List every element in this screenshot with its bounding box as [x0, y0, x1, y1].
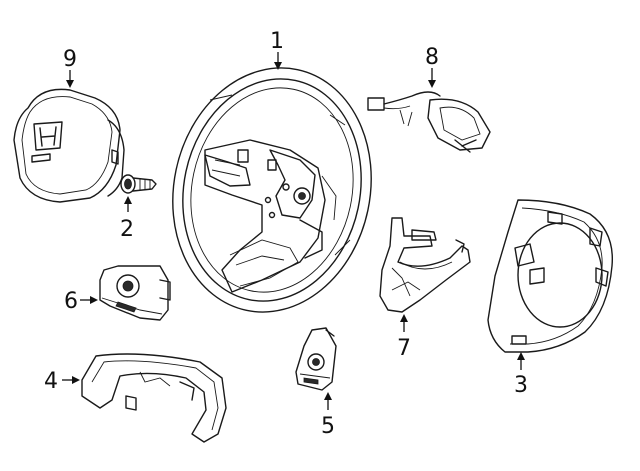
part-1-steering-wheel — [172, 67, 372, 313]
callout-labels: 1 2 3 4 5 6 7 8 9 — [44, 29, 528, 439]
part-8-cable-reel — [367, 91, 491, 153]
callout-2: 2 — [120, 217, 134, 242]
part-2-bolt — [120, 174, 157, 194]
part-7-switch-bracket — [379, 217, 471, 313]
part-4-garnish — [81, 353, 227, 443]
part-5-right-switch — [295, 327, 337, 391]
callout-3: 3 — [514, 373, 528, 398]
callout-6: 6 — [64, 289, 78, 314]
callout-7: 7 — [397, 336, 411, 361]
honda-logo-icon — [33, 121, 63, 151]
callout-4: 4 — [44, 369, 58, 394]
callout-5: 5 — [321, 414, 335, 439]
callout-1: 1 — [270, 29, 284, 54]
part-9-airbag-module — [13, 88, 125, 203]
leader-lines — [62, 52, 525, 410]
part-6-left-switch — [99, 265, 171, 321]
callout-9: 9 — [63, 47, 77, 72]
callout-8: 8 — [425, 45, 439, 70]
part-3-lower-cover — [487, 199, 614, 353]
